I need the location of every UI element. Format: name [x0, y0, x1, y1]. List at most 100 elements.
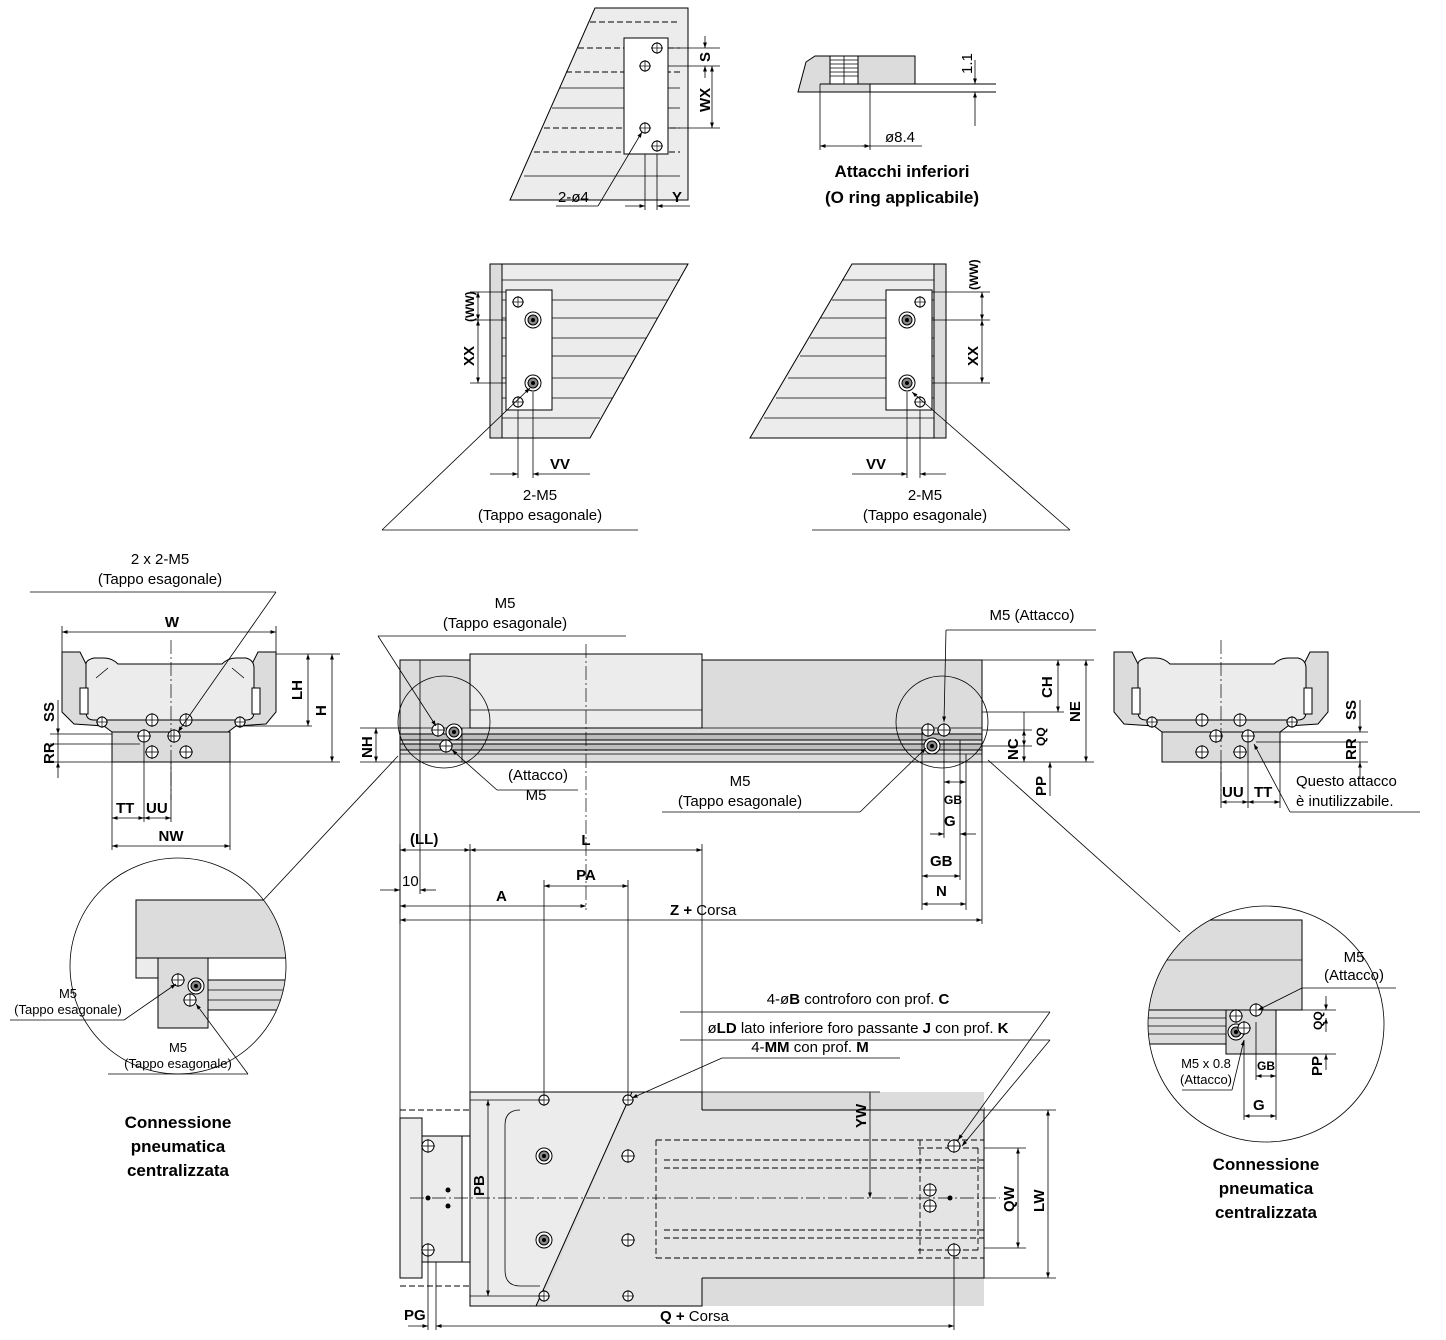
label-l: L: [581, 832, 590, 849]
label-ne: NE: [1067, 701, 1084, 722]
label-pa: PA: [576, 867, 596, 884]
left-centralized-detail: M5 (Tappo esagonale) M5 (Tappo esagonale…: [10, 755, 399, 1180]
label-rr-right: RR: [1343, 738, 1360, 760]
label-ss-left: SS: [41, 702, 58, 722]
label-port-m5x08: (Attacco): [1180, 1072, 1232, 1087]
label-qq-circle: QQ: [1311, 1011, 1325, 1030]
left-hexplug-detail: (WW) XX VV 2-M5 (Tappo esagonale): [381, 263, 689, 531]
label-1-1: 1.1: [959, 53, 976, 74]
label-pp-circle: PP: [1309, 1056, 1326, 1076]
label-hexplug-2x2: (Tappo esagonale): [98, 571, 222, 588]
label-uu-left: UU: [146, 800, 168, 817]
caption-right-3: centralizzata: [1215, 1203, 1318, 1222]
label-pb: PB: [471, 1175, 488, 1196]
bottom-ports-subtitle: (O ring applicabile): [825, 188, 979, 207]
label-gb-circle: GB: [1257, 1059, 1275, 1073]
label-z: Z: [670, 902, 679, 919]
label-m5-circle-right: M5: [1344, 949, 1365, 966]
label-m5-front-top: M5: [495, 595, 516, 612]
top-port-detail: S WX Y 2-ø4: [509, 7, 720, 210]
label-ww-left: (WW): [463, 291, 477, 322]
plan-view: (LL) L PA PB YW QW LW PG Q + Corsa 4-øB …: [399, 831, 1056, 1330]
label-2-m5-right: 2-M5: [908, 487, 942, 504]
label-qq-front: QQ: [1034, 727, 1048, 746]
label-ch: CH: [1039, 676, 1056, 698]
front-view: M5 (Tappo esagonale) M5 (Attacco) (Attac…: [359, 595, 1096, 924]
label-m5-circle-left-2: M5: [169, 1040, 187, 1055]
label-2-m5-left: 2-M5: [523, 487, 557, 504]
label-xx-right: XX: [965, 346, 982, 366]
label-pg: PG: [404, 1307, 426, 1324]
label-w: W: [165, 614, 180, 631]
label-qw: QW: [1001, 1185, 1018, 1212]
label-m5-port-front: M5 (Attacco): [989, 607, 1074, 624]
label-m5-front-left: M5: [526, 787, 547, 804]
label-y: Y: [672, 189, 682, 206]
label-hexplug-front-center: (Tappo esagonale): [678, 793, 802, 810]
note-counterbore: 4-øB controforo con prof. C: [767, 991, 950, 1008]
label-hexplug-front-top: (Tappo esagonale): [443, 615, 567, 632]
label-hexplug-circle-left-1: (Tappo esagonale): [14, 1002, 122, 1017]
caption-right-1: Connessione: [1213, 1155, 1320, 1174]
label-z-plus: +: [683, 902, 692, 919]
label-g-front: G: [944, 813, 956, 830]
label-h: H: [313, 705, 330, 716]
label-port-front-left-2: (Attacco): [508, 767, 568, 784]
label-tt-right: TT: [1254, 784, 1272, 801]
label-m5-circle-left-1: M5: [59, 986, 77, 1001]
label-ss-right: SS: [1343, 700, 1360, 720]
label-vv-left: VV: [550, 456, 570, 473]
label-hexplug-left: (Tappo esagonale): [478, 507, 602, 524]
label-lh: LH: [289, 680, 306, 700]
note-tapped: 4-MM con prof. M: [751, 1039, 869, 1056]
left-end-view: W LH H SS RR TT UU NW 2 x 2-M5 (Tappo es…: [30, 551, 340, 850]
label-pp-front: PP: [1033, 776, 1050, 796]
label-yw: YW: [853, 1103, 870, 1128]
right-end-view: SS RR UU TT Questo attacco è inutilizzab…: [1113, 640, 1420, 813]
caption-left-2: pneumatica: [131, 1137, 226, 1156]
label-lw: LW: [1031, 1189, 1048, 1212]
label-vv-right: VV: [866, 456, 886, 473]
label-unusable-2: è inutilizzabile.: [1296, 793, 1394, 810]
note-through-hole: øLD lato inferiore foro passante J con p…: [707, 1020, 1008, 1037]
label-rr-left: RR: [41, 742, 58, 764]
label-q-corsa: Q + Corsa: [660, 1308, 729, 1325]
label-2-dia4: 2-ø4: [558, 189, 589, 206]
label-s: S: [697, 52, 714, 62]
caption-right-2: pneumatica: [1219, 1179, 1314, 1198]
label-port-circle-right: (Attacco): [1324, 967, 1384, 984]
label-z-corsa-word: Corsa: [696, 902, 737, 919]
bottom-ports-title: Attacchi inferiori: [834, 162, 969, 181]
label-uu-right: UU: [1222, 784, 1244, 801]
label-g-circle: G: [1253, 1097, 1265, 1114]
label-10: 10: [402, 873, 419, 890]
label-a: A: [496, 888, 507, 905]
label-xx-left: XX: [461, 346, 478, 366]
label-q-plus: +: [676, 1308, 685, 1325]
label-q: Q: [660, 1308, 672, 1325]
label-z-corsa: Z + Corsa: [670, 902, 737, 919]
label-hexplug-circle-left-2: (Tappo esagonale): [124, 1056, 232, 1071]
bottom-ports-detail: ø8.4 1.1 Attacchi inferiori (O ring appl…: [797, 53, 996, 207]
label-gb-front-1: GB: [944, 793, 962, 807]
right-centralized-detail: M5 (Attacco) QQ PP GB G M5 x 0.8 (Attacc…: [987, 759, 1396, 1222]
label-nw: NW: [159, 828, 185, 845]
label-nc: NC: [1005, 738, 1022, 760]
label-m5x08: M5 x 0.8: [1181, 1056, 1231, 1071]
label-ll: (LL): [410, 831, 438, 848]
label-wx: WX: [697, 88, 714, 112]
label-dia8-4: ø8.4: [885, 129, 915, 146]
label-unusable-1: Questo attacco: [1296, 773, 1397, 790]
label-ww-right: (WW): [967, 259, 981, 290]
label-tt-left: TT: [116, 800, 134, 817]
caption-left-3: centralizzata: [127, 1161, 230, 1180]
label-m5-front-center: M5: [730, 773, 751, 790]
label-q-corsa-word: Corsa: [689, 1308, 730, 1325]
right-hexplug-detail: (WW) XX VV 2-M5 (Tappo esagonale): [749, 259, 1071, 531]
label-gb-front-2: GB: [930, 853, 953, 870]
label-n: N: [936, 883, 947, 900]
label-nh: NH: [359, 736, 376, 758]
label-hexplug-right: (Tappo esagonale): [863, 507, 987, 524]
label-2x2-m5: 2 x 2-M5: [131, 551, 189, 568]
